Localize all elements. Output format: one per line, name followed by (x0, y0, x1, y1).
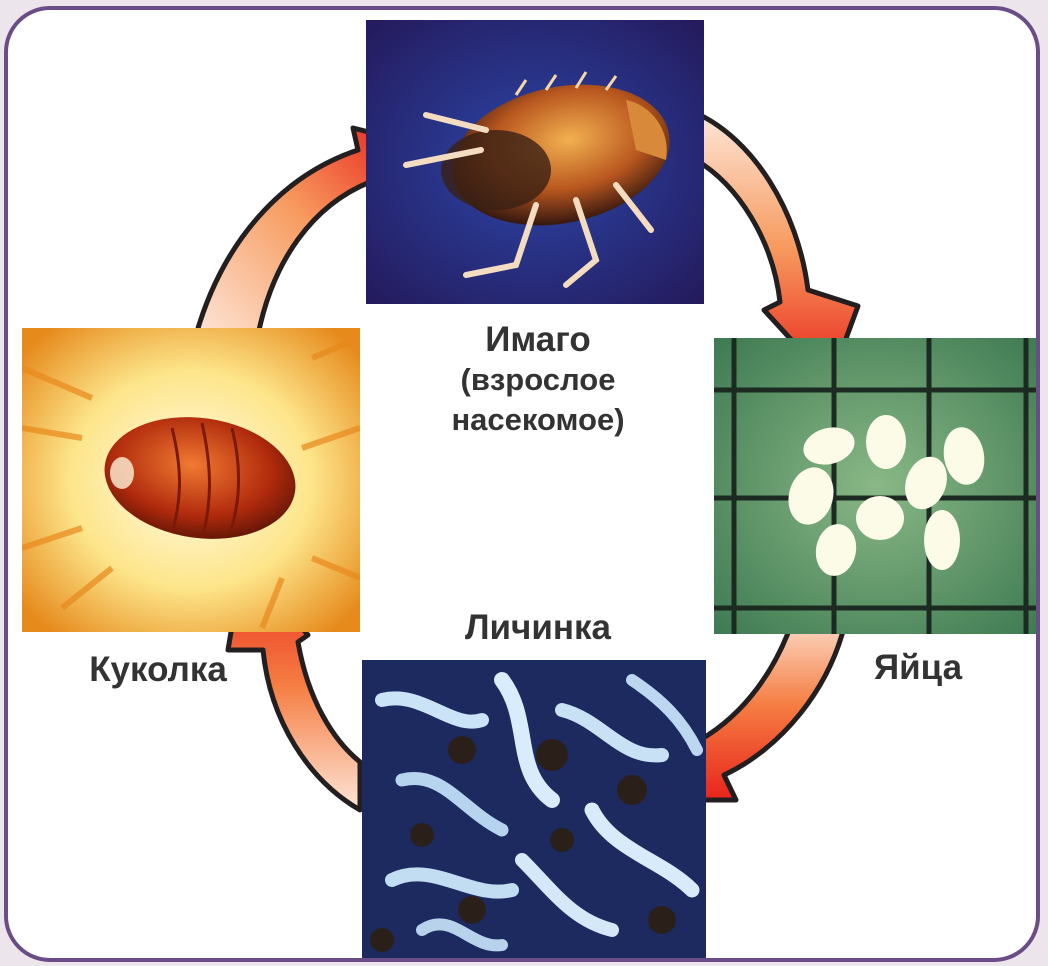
pupa-image (22, 328, 360, 632)
egg (866, 415, 906, 469)
egg (856, 496, 904, 540)
pupa-stage-title: Куколка (68, 650, 248, 690)
adult-stage-subtitle-line1: (взрослое (428, 360, 648, 400)
adult-stage-title: Имаго (448, 320, 628, 360)
diagram-frame: Имаго (взрослое насекомое) Яйца Личинка … (4, 6, 1040, 962)
adult-flea-image (366, 20, 704, 304)
eggs-image (714, 338, 1040, 634)
larva-image (362, 660, 706, 960)
egg (924, 510, 960, 570)
eggs-stage-title: Яйца (843, 648, 993, 688)
larva-stage-title: Личинка (428, 608, 648, 648)
adult-stage-subtitle-line2: насекомое) (428, 400, 648, 440)
